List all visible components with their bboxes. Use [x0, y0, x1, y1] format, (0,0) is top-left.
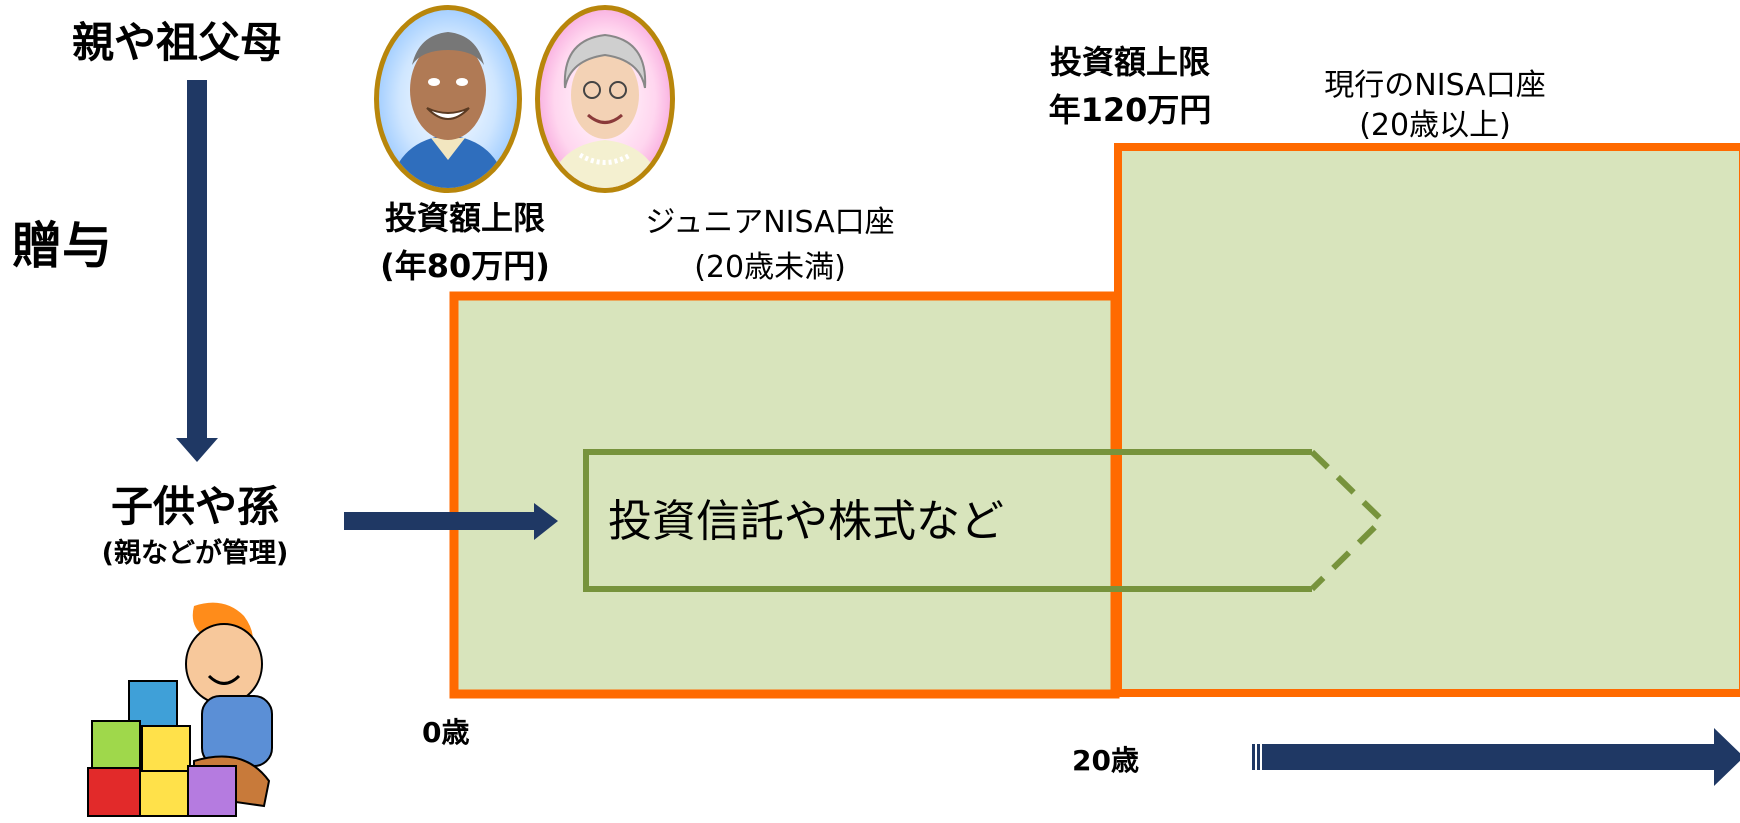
- grandmother-figure: [548, 33, 662, 188]
- child-with-blocks-icon: [84, 596, 294, 819]
- donors-title: 親や祖父母: [72, 18, 283, 67]
- investment-arrow-outline: [583, 449, 1312, 592]
- child-figure: [87, 602, 273, 817]
- gift-arrow: [176, 80, 218, 462]
- current-account-line2: (20歳以上): [1359, 108, 1511, 143]
- recipient-title: 子供や孫: [110, 482, 279, 531]
- grandmother-portrait-icon: [535, 5, 675, 193]
- investment-arrow-head: [1309, 449, 1387, 592]
- age-transition-label: 20歳: [1072, 744, 1139, 777]
- grandfather-portrait-icon: [374, 5, 522, 193]
- junior-limit-line1: 投資額上限: [384, 199, 545, 237]
- recipient-note: (親などが管理): [101, 538, 289, 569]
- current-nisa-box: [1114, 143, 1740, 697]
- junior-limit-line2: (年80万円): [380, 247, 550, 285]
- invest-arrow: [344, 503, 558, 540]
- grandfather-figure: [389, 32, 507, 188]
- gift-label: 贈与: [12, 217, 112, 275]
- current-limit-line1: 投資額上限: [1049, 43, 1210, 81]
- timeline-arrow: [1252, 728, 1740, 786]
- junior-account-line2: (20歳未満): [694, 250, 846, 285]
- current-account-line1: 現行のNISA口座: [1324, 68, 1546, 103]
- investment-label: 投資信託や株式など: [608, 496, 1004, 547]
- junior-account-line1: ジュニアNISA口座: [645, 205, 895, 240]
- age-start-label: 0歳: [422, 716, 470, 749]
- current-limit-line2: 年120万円: [1048, 91, 1212, 129]
- junior-nisa-box: [449, 291, 1120, 699]
